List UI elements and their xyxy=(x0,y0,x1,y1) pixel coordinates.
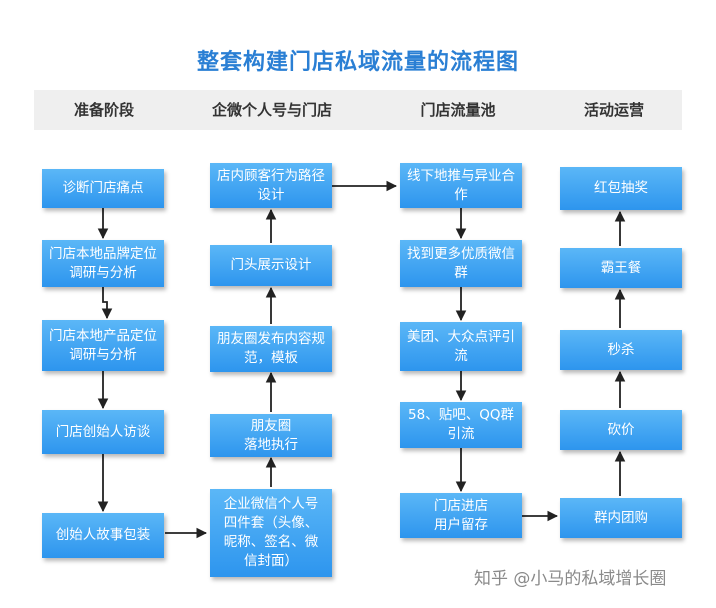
step-customer-path: 店内顾客行为路径设计 xyxy=(210,163,332,208)
step-58-tieba-qq: 58、贴吧、QQ群引流 xyxy=(400,402,522,448)
step-brand-positioning: 门店本地品牌定位调研与分析 xyxy=(42,240,164,287)
step-store-retention: 门店进店 用户留存 xyxy=(400,493,522,538)
phase-wecom: 企微个人号与门店 xyxy=(211,101,332,119)
step-flash-sale: 秒杀 xyxy=(560,330,682,370)
phase-prep: 准备阶段 xyxy=(73,101,134,119)
step-moments-template: 朋友圈发布内容规范，模板 xyxy=(210,326,332,372)
step-free-meal: 霸王餐 xyxy=(560,248,682,288)
phase-pool: 门店流量池 xyxy=(420,101,496,119)
diagram-title: 整套构建门店私域流量的流程图 xyxy=(196,50,519,75)
step-group-buy: 群内团购 xyxy=(560,498,682,538)
watermark-text: 知乎 @小马的私域增长圈 xyxy=(474,569,667,589)
phase-ops: 活动运营 xyxy=(583,101,644,119)
step-product-positioning: 门店本地产品定位调研与分析 xyxy=(42,320,164,371)
step-offline-promotion: 线下地推与异业合作 xyxy=(400,163,522,208)
step-find-wechat-groups: 找到更多优质微信群 xyxy=(400,240,522,287)
step-storefront-design: 门头展示设计 xyxy=(210,245,332,286)
step-bargain: 砍价 xyxy=(560,410,682,450)
step-founder-interview: 门店创始人访谈 xyxy=(42,410,164,454)
step-founder-story: 创始人故事包装 xyxy=(42,513,164,558)
step-meituan-dianping: 美团、大众点评引流 xyxy=(400,322,522,371)
step-diagnose-pain-points: 诊断门店痛点 xyxy=(42,169,164,208)
step-wecom-profile-kit: 企业微信个人号四件套（头像、昵称、签名、微信封面） xyxy=(210,489,332,577)
step-red-packet-lottery: 红包抽奖 xyxy=(560,167,682,210)
phase-header-bar: 准备阶段 企微个人号与门店 门店流量池 活动运营 xyxy=(34,90,682,130)
arrow-prep-2 xyxy=(101,287,113,320)
step-moments-execution: 朋友圈 落地执行 xyxy=(210,414,332,457)
